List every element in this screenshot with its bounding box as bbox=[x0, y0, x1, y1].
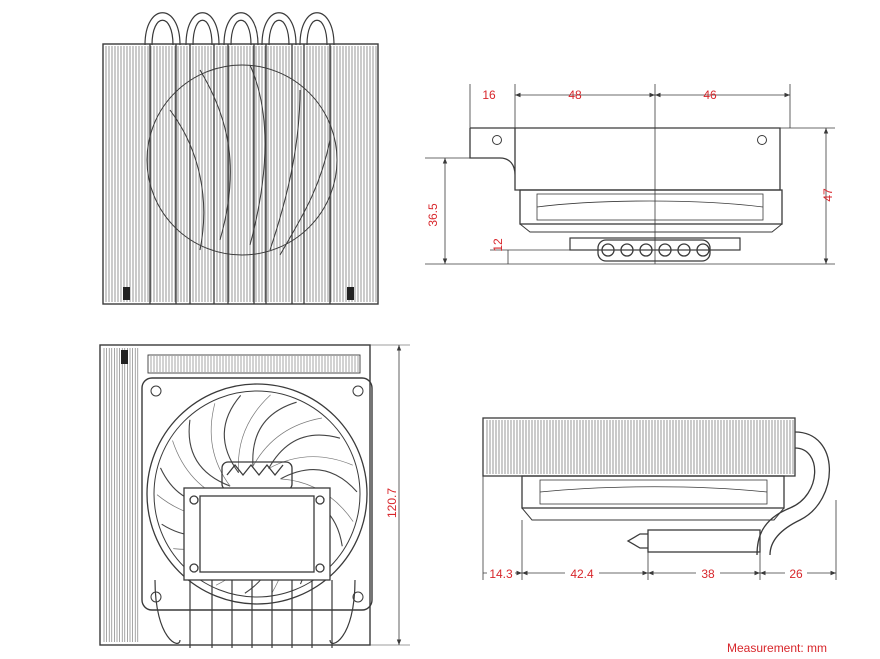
bottom-view-outline bbox=[99, 344, 371, 646]
dim-front-width-right: 46 bbox=[703, 88, 717, 102]
side-view-fins bbox=[486, 420, 794, 474]
bottom-view-top-grille bbox=[147, 354, 361, 374]
dim-bottom-height: 120.7 bbox=[385, 488, 399, 518]
bottom-view-side-fins bbox=[103, 348, 139, 642]
dim-front-height-total: 47 bbox=[821, 188, 835, 202]
front-view-screw-left bbox=[492, 135, 502, 145]
front-view-screw-right bbox=[757, 135, 767, 145]
dim-side-seg2: 38 bbox=[701, 567, 715, 581]
front-view-fan bbox=[519, 189, 783, 225]
dim-front-width-mid: 48 bbox=[568, 88, 582, 102]
top-view-heatpipes bbox=[144, 12, 335, 46]
front-view: 16 48 46 36.5 12 47 bbox=[425, 84, 835, 265]
top-view-pipe-runs bbox=[149, 44, 331, 304]
bottom-view-fan-ring bbox=[146, 383, 368, 605]
dim-side-seg3: 26 bbox=[789, 567, 803, 581]
dim-front-width-left: 16 bbox=[482, 88, 496, 102]
dim-front-height-base: 12 bbox=[491, 238, 505, 252]
dim-side-offset: 14.3 bbox=[489, 567, 513, 581]
top-view-fin-stack bbox=[102, 43, 379, 305]
top-view-fan bbox=[146, 64, 338, 256]
front-view-dimension-lines bbox=[442, 92, 829, 264]
bottom-view-heat-spreader bbox=[183, 461, 331, 581]
bottom-view-heatpipes bbox=[154, 579, 356, 648]
top-view bbox=[102, 12, 379, 305]
front-view-bracket bbox=[469, 127, 781, 191]
measurement-note: Measurement: mm bbox=[727, 641, 827, 655]
dim-side-seg1: 42.4 bbox=[570, 567, 594, 581]
side-view-base bbox=[626, 529, 761, 553]
front-view-pipe-ends bbox=[597, 239, 711, 262]
bottom-view-fan-frame bbox=[141, 377, 373, 611]
bottom-view-clip bbox=[121, 350, 128, 364]
side-view-heatpipe bbox=[756, 431, 830, 556]
side-view-fan bbox=[521, 475, 785, 509]
bottom-view: 120.7 bbox=[99, 344, 410, 648]
side-view: 14.3 42.4 38 26 bbox=[482, 417, 837, 581]
dim-front-height-clearance: 36.5 bbox=[426, 203, 440, 227]
top-view-clips bbox=[123, 287, 354, 300]
